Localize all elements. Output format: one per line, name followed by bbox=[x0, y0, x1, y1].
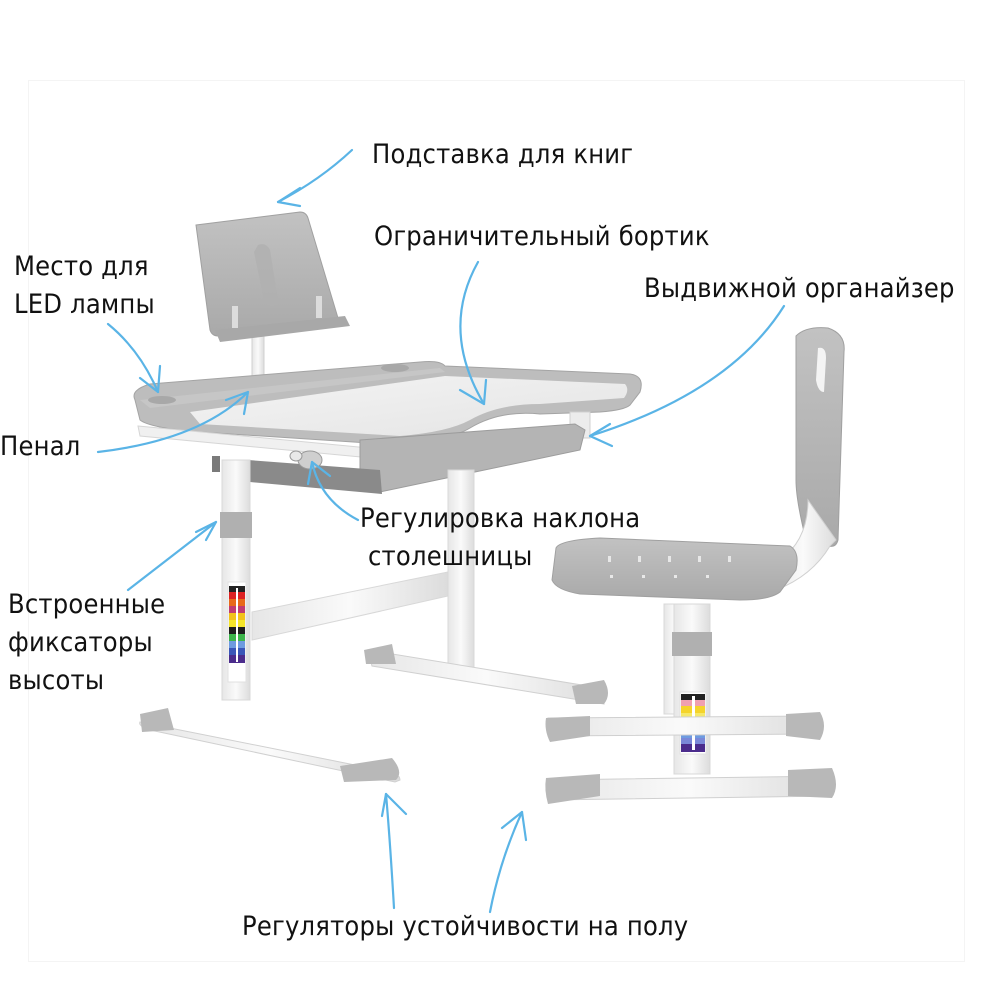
arrow-floor-levelers-desk bbox=[380, 792, 408, 910]
desk bbox=[133, 211, 642, 783]
desk-legs bbox=[220, 459, 475, 701]
label-book-stand: Подставка для книг bbox=[372, 139, 634, 170]
label-drawer-organizer: Выдвижной органайзер bbox=[644, 273, 955, 304]
label-tilt-line2: столешницы bbox=[368, 541, 533, 572]
chair-backrest bbox=[795, 327, 845, 547]
chair bbox=[545, 327, 845, 804]
arrow-led-lamp bbox=[106, 322, 162, 394]
label-edge-stopper: Ограничительный бортик bbox=[374, 221, 710, 252]
label-tilt-adjust: Регулировка наклона столешницы bbox=[360, 500, 640, 576]
arrow-tilt-adjust bbox=[306, 460, 360, 522]
height-scale-sticker bbox=[227, 581, 247, 683]
image-frame bbox=[28, 80, 965, 962]
annotation-arrows bbox=[96, 148, 786, 914]
book-stand bbox=[195, 211, 350, 383]
arrow-drawer-organizer bbox=[588, 304, 786, 448]
arrow-pencil-case bbox=[96, 390, 250, 454]
label-height-line2: фиксаторы bbox=[8, 627, 153, 658]
drawer-organizer bbox=[212, 423, 586, 494]
desk-top bbox=[133, 361, 642, 461]
label-led-line1: Место для bbox=[14, 251, 149, 282]
label-height-line3: высоты bbox=[8, 665, 105, 696]
arrow-floor-levelers-chair bbox=[488, 810, 528, 914]
label-height-line1: Встроенные bbox=[8, 589, 166, 620]
label-floor-levelers: Регуляторы устойчивости на полу bbox=[242, 911, 689, 942]
arrow-book-stand bbox=[276, 148, 354, 208]
label-height-locks: Встроенные фиксаторы высоты bbox=[8, 586, 165, 700]
desk-feet bbox=[139, 644, 608, 783]
label-tilt-line1: Регулировка наклона bbox=[360, 503, 641, 534]
label-led-lamp-place: Место для LED лампы bbox=[14, 248, 155, 324]
arrow-height-locks bbox=[126, 520, 218, 592]
arrow-edge-stopper bbox=[458, 260, 488, 406]
label-pencil-case: Пенал bbox=[0, 431, 81, 462]
label-led-line2: LED лампы bbox=[14, 289, 155, 320]
chair-seat bbox=[551, 537, 798, 601]
